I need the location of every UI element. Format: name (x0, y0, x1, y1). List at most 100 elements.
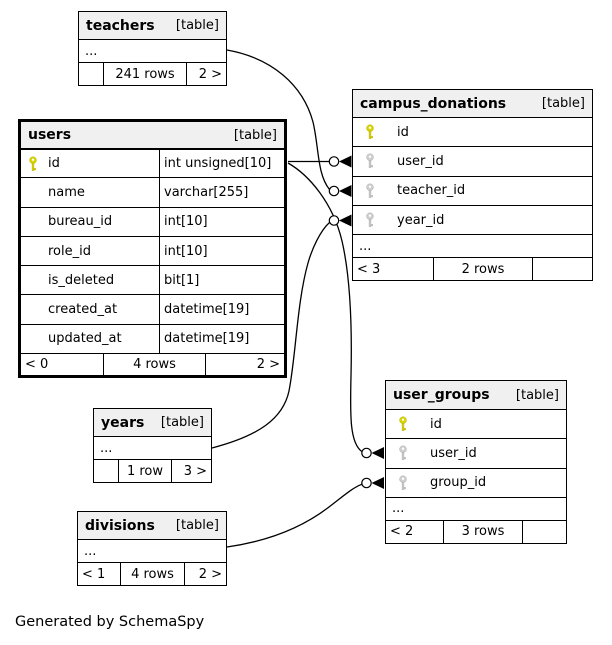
fk-anchor-campus-teacher-id (328, 185, 352, 197)
footer-left: < 1 (82, 566, 106, 582)
column-name: name (48, 184, 85, 200)
column-row-id: id (386, 409, 566, 438)
column-name: id (430, 416, 442, 432)
footer-left: < 3 (357, 261, 381, 277)
footer-row-count: 241 rows (103, 63, 186, 85)
table-header: users [table] (21, 122, 284, 148)
table-footer: 241 rows 2 > (79, 62, 226, 85)
table-node-campus-donations[interactable]: campus_donations [table] id user_id teac… (352, 89, 593, 282)
more-columns-ellipsis: ... (353, 234, 592, 257)
generator-credit: Generated by SchemaSpy (15, 614, 205, 630)
column-name: user_id (397, 153, 444, 169)
column-type: int[10] (164, 243, 208, 259)
table-node-divisions[interactable]: divisions [table] ... < 1 4 rows 2 > (77, 511, 227, 586)
column-row-created-at: created_at datetime[19] (21, 294, 284, 324)
fk-anchor-campus-year-id (328, 214, 352, 227)
edge-years-to-campus-donations-year-id (211, 222, 330, 449)
column-row-is-deleted: is_deleted bit[1] (21, 265, 284, 295)
column-type: datetime[19] (164, 331, 250, 347)
column-row-user-id: user_id (353, 146, 592, 175)
foreign-key-icon (365, 153, 375, 169)
foreign-key-icon (365, 212, 375, 228)
table-name[interactable]: teachers (86, 17, 155, 34)
footer-row-count: 4 rows (103, 354, 205, 376)
more-columns-ellipsis: ... (94, 436, 211, 459)
column-row-name: name varchar[255] (21, 177, 284, 207)
footer-right (532, 258, 592, 281)
foreign-key-icon (398, 475, 408, 491)
footer-row-count: 1 row (118, 460, 171, 482)
more-columns-ellipsis: ... (79, 39, 226, 62)
more-columns-ellipsis: ... (386, 496, 566, 520)
table-type-tag: [table] (160, 415, 204, 430)
table-type-tag: [table] (233, 127, 277, 143)
footer-row-count: 4 rows (120, 563, 184, 585)
column-name: created_at (48, 302, 118, 318)
table-type-tag: [table] (175, 518, 219, 533)
footer-left: < 0 (25, 357, 49, 373)
footer-right (522, 520, 566, 543)
table-footer: < 2 3 rows (386, 519, 566, 543)
table-type-tag: [table] (515, 387, 559, 403)
table-name[interactable]: divisions (85, 517, 155, 534)
table-type-tag: [table] (175, 18, 219, 33)
table-node-years[interactable]: years [table] ... 1 row 3 > (93, 408, 212, 483)
primary-key-icon (28, 156, 38, 172)
table-header: teachers [table] (79, 12, 226, 39)
column-name: is_deleted (48, 272, 115, 288)
footer-left: < 2 (390, 524, 414, 540)
column-name: user_id (430, 445, 477, 461)
table-node-teachers[interactable]: teachers [table] ... 241 rows 2 > (78, 11, 227, 86)
column-row-group-id: group_id (386, 467, 566, 497)
table-footer: < 1 4 rows 2 > (78, 562, 226, 585)
column-type: varchar[255] (164, 184, 249, 200)
column-type: int unsigned[10] (164, 156, 272, 172)
primary-key-icon (365, 124, 375, 140)
footer-right: 3 > (171, 460, 211, 482)
table-header: divisions [table] (78, 512, 226, 539)
table-footer: 1 row 3 > (94, 459, 211, 482)
foreign-key-icon (365, 183, 375, 199)
column-name: id (397, 124, 409, 140)
column-type: int[10] (164, 214, 208, 230)
column-row-bureau-id: bureau_id int[10] (21, 206, 284, 236)
table-name[interactable]: users (28, 127, 72, 143)
table-header: user_groups [table] (386, 381, 566, 409)
table-name[interactable]: years (101, 414, 145, 431)
table-name[interactable]: user_groups (393, 387, 490, 403)
column-name: updated_at (48, 331, 122, 347)
edge-divisions-to-user-groups-group-id (226, 483, 363, 548)
table-header: campus_donations [table] (353, 90, 592, 117)
primary-key-icon (398, 416, 408, 432)
column-name: bureau_id (48, 214, 113, 230)
column-row-user-id: user_id (386, 438, 566, 467)
column-name: year_id (397, 212, 445, 228)
column-row-id: id (353, 117, 592, 146)
table-header: years [table] (94, 409, 211, 436)
footer-row-count: 2 rows (433, 258, 532, 281)
column-name: group_id (430, 475, 487, 491)
footer-right: 2 > (205, 354, 284, 376)
foreign-key-icon (398, 445, 408, 461)
table-footer: < 0 4 rows 2 > (21, 353, 284, 376)
footer-right: 2 > (184, 563, 226, 585)
column-row-year-id: year_id (353, 204, 592, 234)
fk-anchor-campus-user-id (328, 155, 352, 168)
table-footer: < 3 2 rows (353, 257, 592, 281)
table-node-users[interactable]: users [table] id int unsigned[10] name v… (18, 119, 287, 379)
column-type: bit[1] (164, 272, 200, 288)
footer-left (94, 460, 118, 482)
more-columns-ellipsis: ... (78, 539, 226, 562)
column-name: teacher_id (397, 183, 466, 199)
edge-users-to-user-groups-user-id (287, 162, 363, 453)
table-name[interactable]: campus_donations (360, 95, 507, 112)
column-row-id: id int unsigned[10] (21, 148, 284, 178)
table-node-user-groups[interactable]: user_groups [table] id user_id group_id … (385, 380, 567, 544)
column-row-updated-at: updated_at datetime[19] (21, 323, 284, 354)
fk-anchor-user-groups-group-id (361, 477, 384, 489)
column-name: role_id (48, 243, 91, 259)
edge-teachers-to-campus-donations-teacher-id (226, 49, 331, 190)
column-row-teacher-id: teacher_id (353, 175, 592, 205)
column-type: datetime[19] (164, 302, 250, 318)
